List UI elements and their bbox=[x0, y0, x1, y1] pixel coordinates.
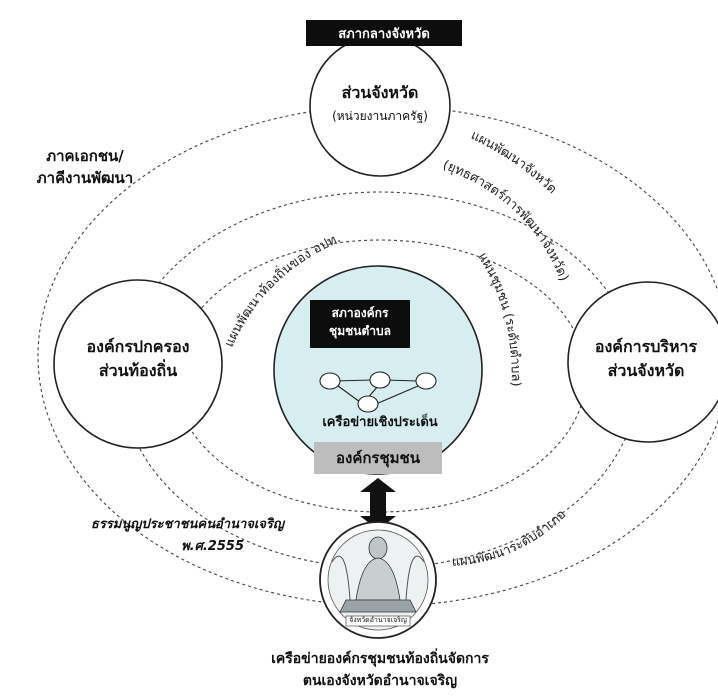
seal-text: จังหวัดอำนาจเจริญ bbox=[349, 616, 407, 624]
network-node bbox=[357, 395, 379, 413]
charter-line2: พ.ศ.2555 bbox=[181, 539, 244, 554]
council-line2: ชุมชนตำบล bbox=[329, 324, 391, 338]
pao-circle bbox=[567, 281, 718, 443]
private-sector-line2: ภาคีงานพัฒนา bbox=[36, 169, 134, 187]
footer-line1: เครือข่ายองค์กรชุมชนท้องถิ่นจัดการ bbox=[271, 651, 489, 667]
issue-network-label: เครือข่ายเชิงประเด็น bbox=[322, 415, 438, 430]
amnat-charoen-seal bbox=[319, 521, 437, 639]
provincial-agency-circle bbox=[309, 35, 451, 177]
network-node bbox=[415, 372, 437, 390]
charter-line1: ธรรมนูญประชาชนคนอำนาจเจริญ bbox=[90, 517, 284, 532]
subdistrict-council-box: สภาองค์กร ชุมชนตำบล bbox=[310, 300, 410, 348]
issue-network-graph bbox=[319, 371, 437, 413]
provincial-agency-title: ส่วนจังหวัด bbox=[341, 83, 419, 102]
footer-line2: ตนเองจังหวัดอำนาจเจริญ bbox=[302, 673, 458, 689]
community-org-bar: องค์กรชุมชน bbox=[314, 442, 442, 474]
council-line1: สภาองค์กร bbox=[331, 306, 389, 320]
provincial-strategy-label: (ยุทธศาสตร์การพัฒนาจังหวัด) bbox=[441, 158, 571, 284]
provincial-agency-subtitle: (หน่วยงานภาครัฐ) bbox=[332, 109, 428, 123]
district-plan-label: แผนพัฒนาระดับอำเภอ bbox=[451, 507, 569, 570]
pao-line1: องค์การบริหาร bbox=[594, 337, 698, 356]
private-sector-line1: ภาคเอกชน/ bbox=[46, 147, 124, 165]
local-gov-line2: ส่วนท้องถิ่น bbox=[98, 361, 178, 380]
local-gov-line1: องค์กรปกครอง bbox=[86, 337, 190, 356]
network-node bbox=[319, 372, 341, 390]
network-node bbox=[369, 371, 391, 389]
local-gov-circle bbox=[53, 279, 223, 449]
pao-line2: ส่วนจังหวัด bbox=[607, 361, 685, 380]
provincial-assembly-header: สภากลางจังหวัด bbox=[306, 20, 462, 46]
double-arrow bbox=[360, 478, 396, 530]
